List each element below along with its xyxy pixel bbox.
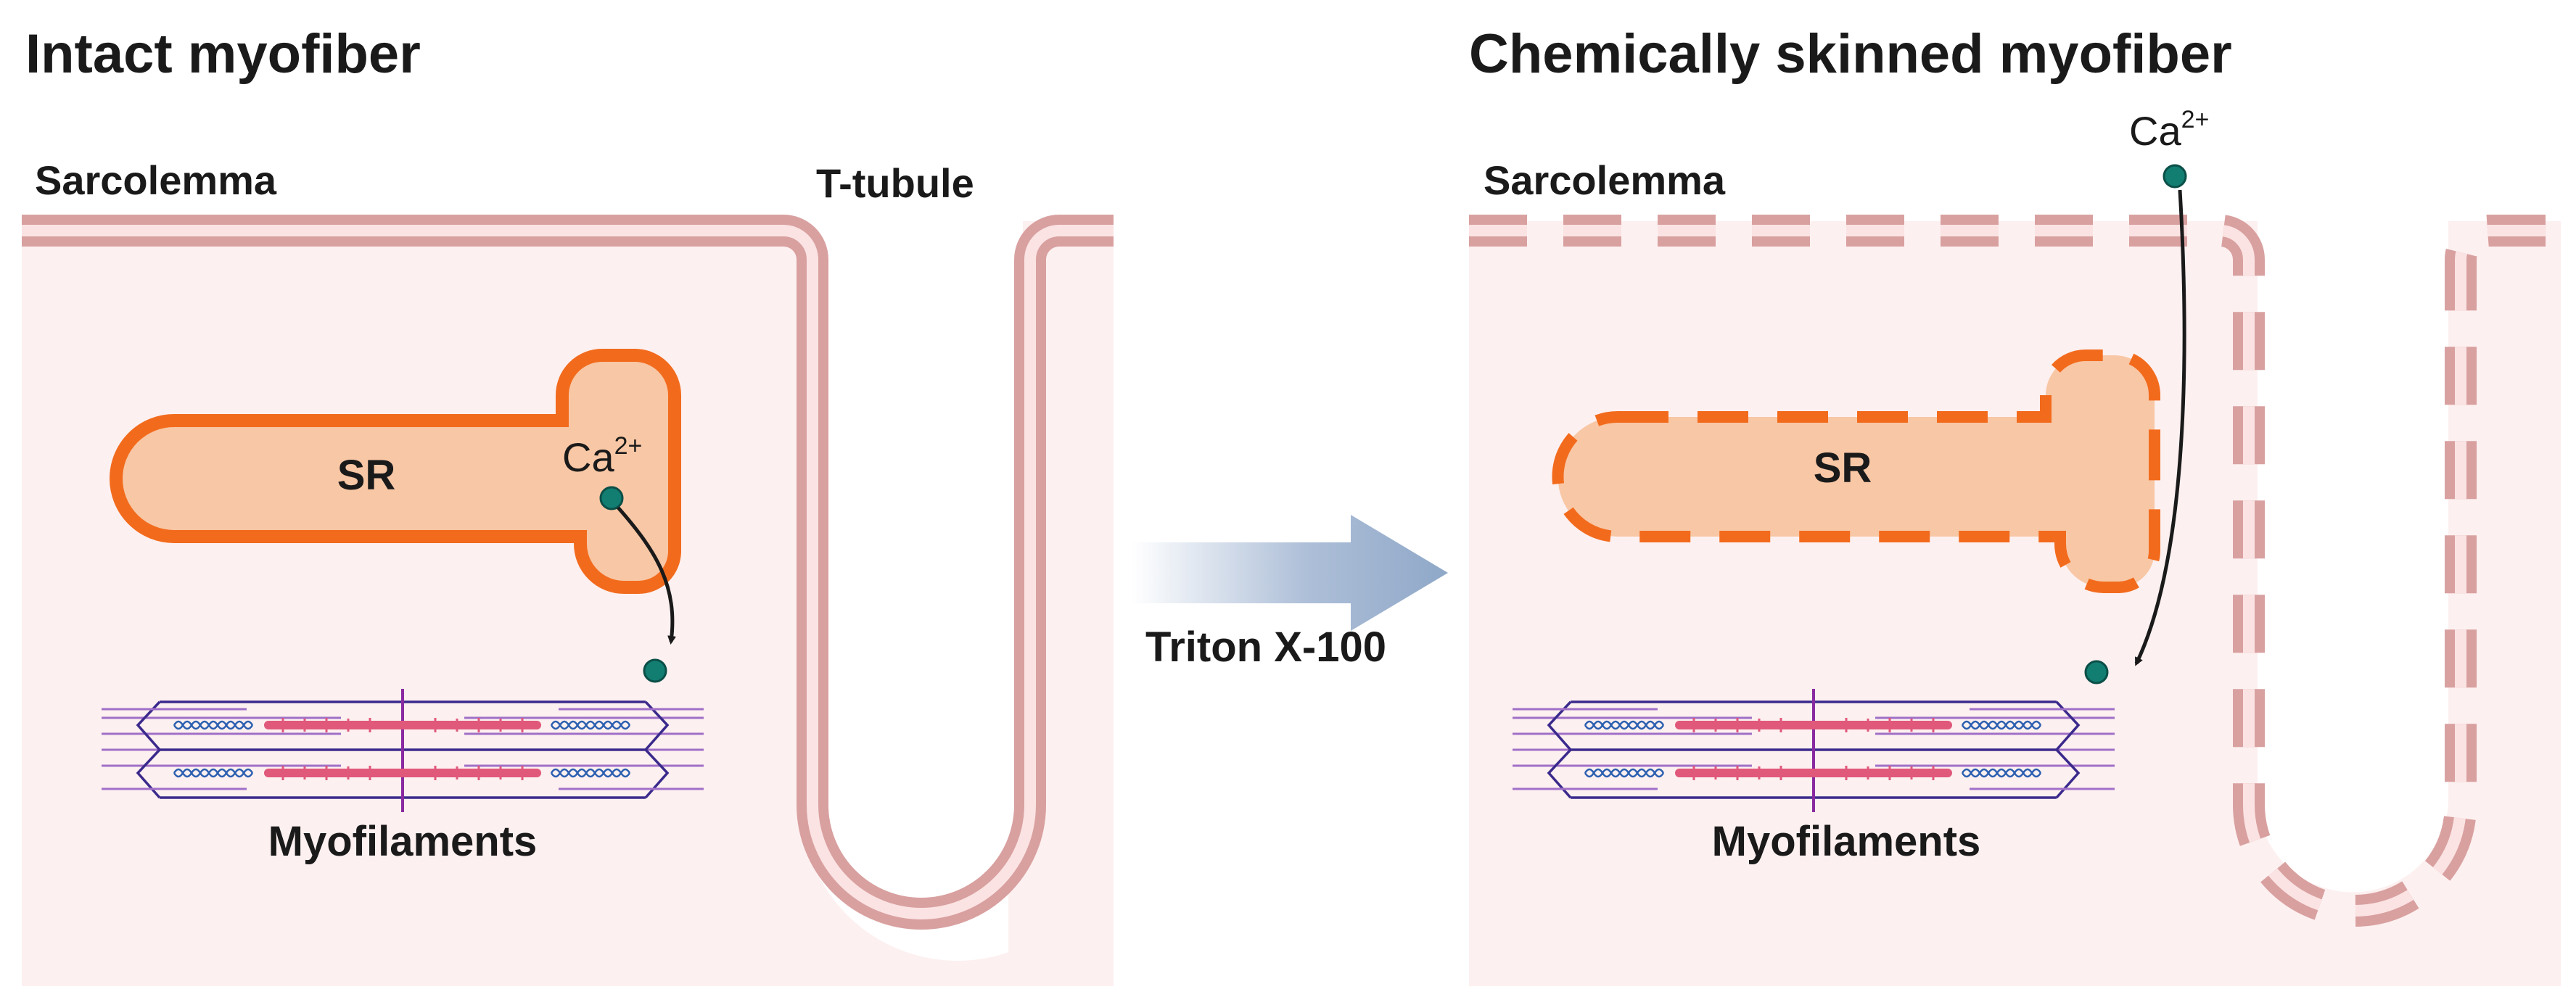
left-myofilaments-label: Myofilaments (268, 818, 538, 865)
left-panel-title: Intact myofiber (25, 23, 421, 85)
left-sarcolemma-inner (22, 225, 1114, 919)
right-sr-label: SR (1814, 444, 1872, 492)
left-sr-label: SR (337, 452, 396, 499)
right-sarcolemma-inner (1469, 225, 2561, 917)
right-sarcolemma-label: Sarcolemma (1484, 157, 1726, 203)
right-sr (1552, 350, 2160, 593)
left-calcium-released (643, 658, 667, 683)
right-t-tubule-lumen (2258, 221, 2448, 893)
right-myofilaments-label: Myofilaments (1712, 818, 1981, 865)
left-ca-label: Ca2+ (562, 432, 642, 480)
right-ca-label: Ca2+ (2129, 106, 2209, 154)
left-release-arrow (617, 506, 677, 645)
left-calcium-in-sr (599, 486, 624, 510)
t-tubule-label: T-tubule (816, 160, 974, 206)
right-panel: Chemically skinned myofiber Sarcolemma C… (1469, 23, 2561, 986)
treatment-label: Triton X-100 (1145, 624, 1386, 671)
left-sarcolemma-label: Sarcolemma (35, 157, 277, 203)
left-cytoplasm (22, 221, 1114, 986)
right-entry-arrow (2134, 189, 2186, 666)
right-calcium-external (2163, 164, 2187, 189)
left-t-tubule-lumen (820, 221, 1023, 906)
left-sr (110, 349, 681, 594)
left-panel: Intact myofiber Sarcolemma T-tubule SR C… (22, 23, 1114, 986)
treatment-arrow (1132, 515, 1448, 631)
right-calcium-at-myofilaments (2084, 660, 2109, 685)
right-panel-title: Chemically skinned myofiber (1469, 23, 2232, 85)
treatment-arrow-group: Triton X-100 (1132, 515, 1448, 671)
